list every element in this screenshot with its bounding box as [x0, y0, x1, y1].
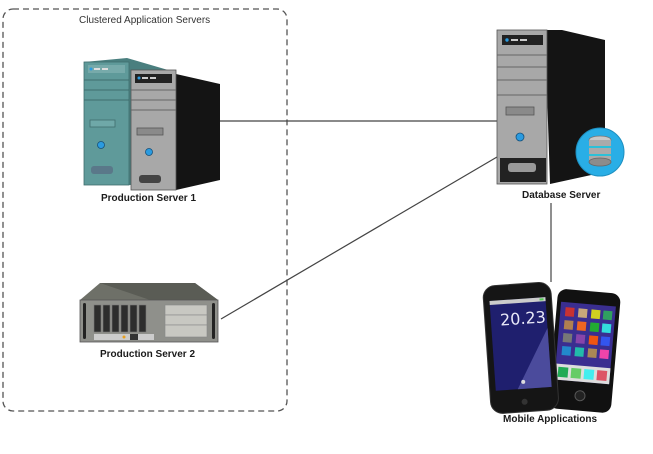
mobile-applications-icon[interactable] — [482, 282, 621, 414]
cluster-boundary — [2, 8, 288, 412]
edge-server2-to-database — [220, 156, 498, 320]
production-server-2-label: Production Server 2 — [100, 349, 196, 360]
production-server-1-label: Production Server 1 — [101, 193, 197, 204]
production-server-1-icon[interactable] — [83, 58, 220, 191]
cluster-title: Clustered Application Servers — [79, 15, 211, 26]
mobile-applications-label: Mobile Applications — [503, 414, 598, 425]
production-server-2-icon[interactable] — [79, 283, 219, 343]
database-server-label: Database Server — [522, 190, 601, 201]
database-icon — [575, 127, 625, 177]
phone-clock: 20.23 — [499, 307, 547, 330]
